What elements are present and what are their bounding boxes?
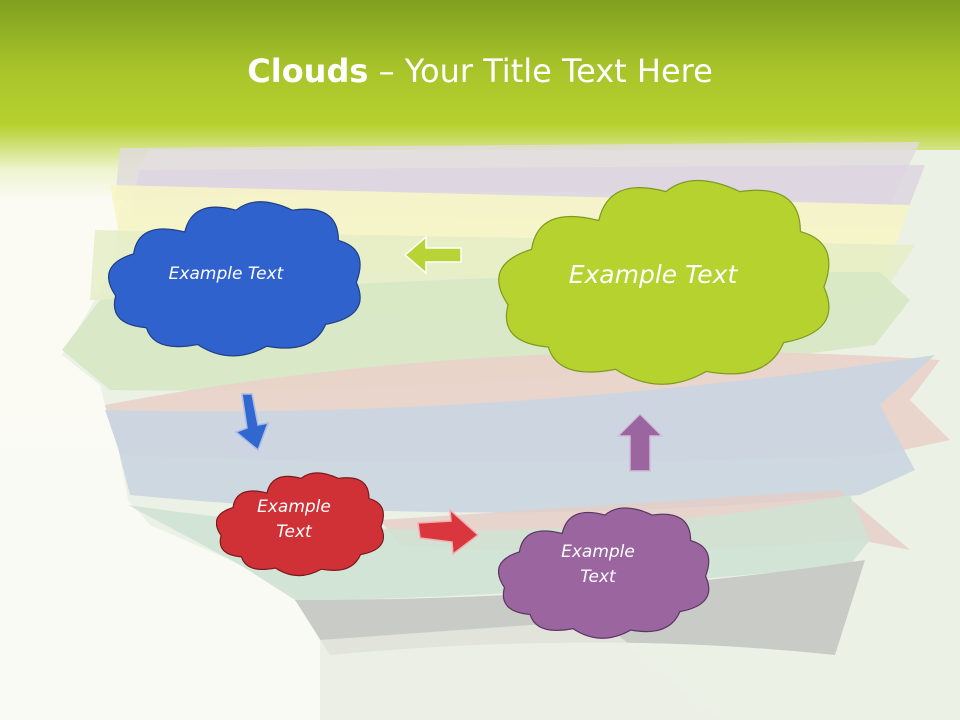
arrow-right-icon	[417, 508, 480, 556]
arrow-up-icon	[616, 412, 664, 472]
ribbon-grey-tail	[320, 620, 720, 720]
cloud-red-text: Example Text	[257, 497, 331, 542]
cloud-purple	[498, 498, 712, 640]
cloud-lime	[498, 165, 834, 387]
arrow-down-icon	[234, 393, 270, 452]
cloud-purple-text: Example Text	[561, 542, 635, 587]
cloud-red	[216, 465, 386, 577]
slide-title: Clouds – Your Title Text Here	[0, 52, 960, 90]
cloud-blue-text: Example Text	[168, 263, 284, 284]
cloud-blue	[108, 190, 364, 358]
title-bold: Clouds	[247, 52, 369, 90]
title-rest: – Your Title Text Here	[368, 52, 713, 90]
cloud-lime-text: Example Text	[568, 259, 738, 289]
arrow-left-icon	[403, 235, 462, 275]
